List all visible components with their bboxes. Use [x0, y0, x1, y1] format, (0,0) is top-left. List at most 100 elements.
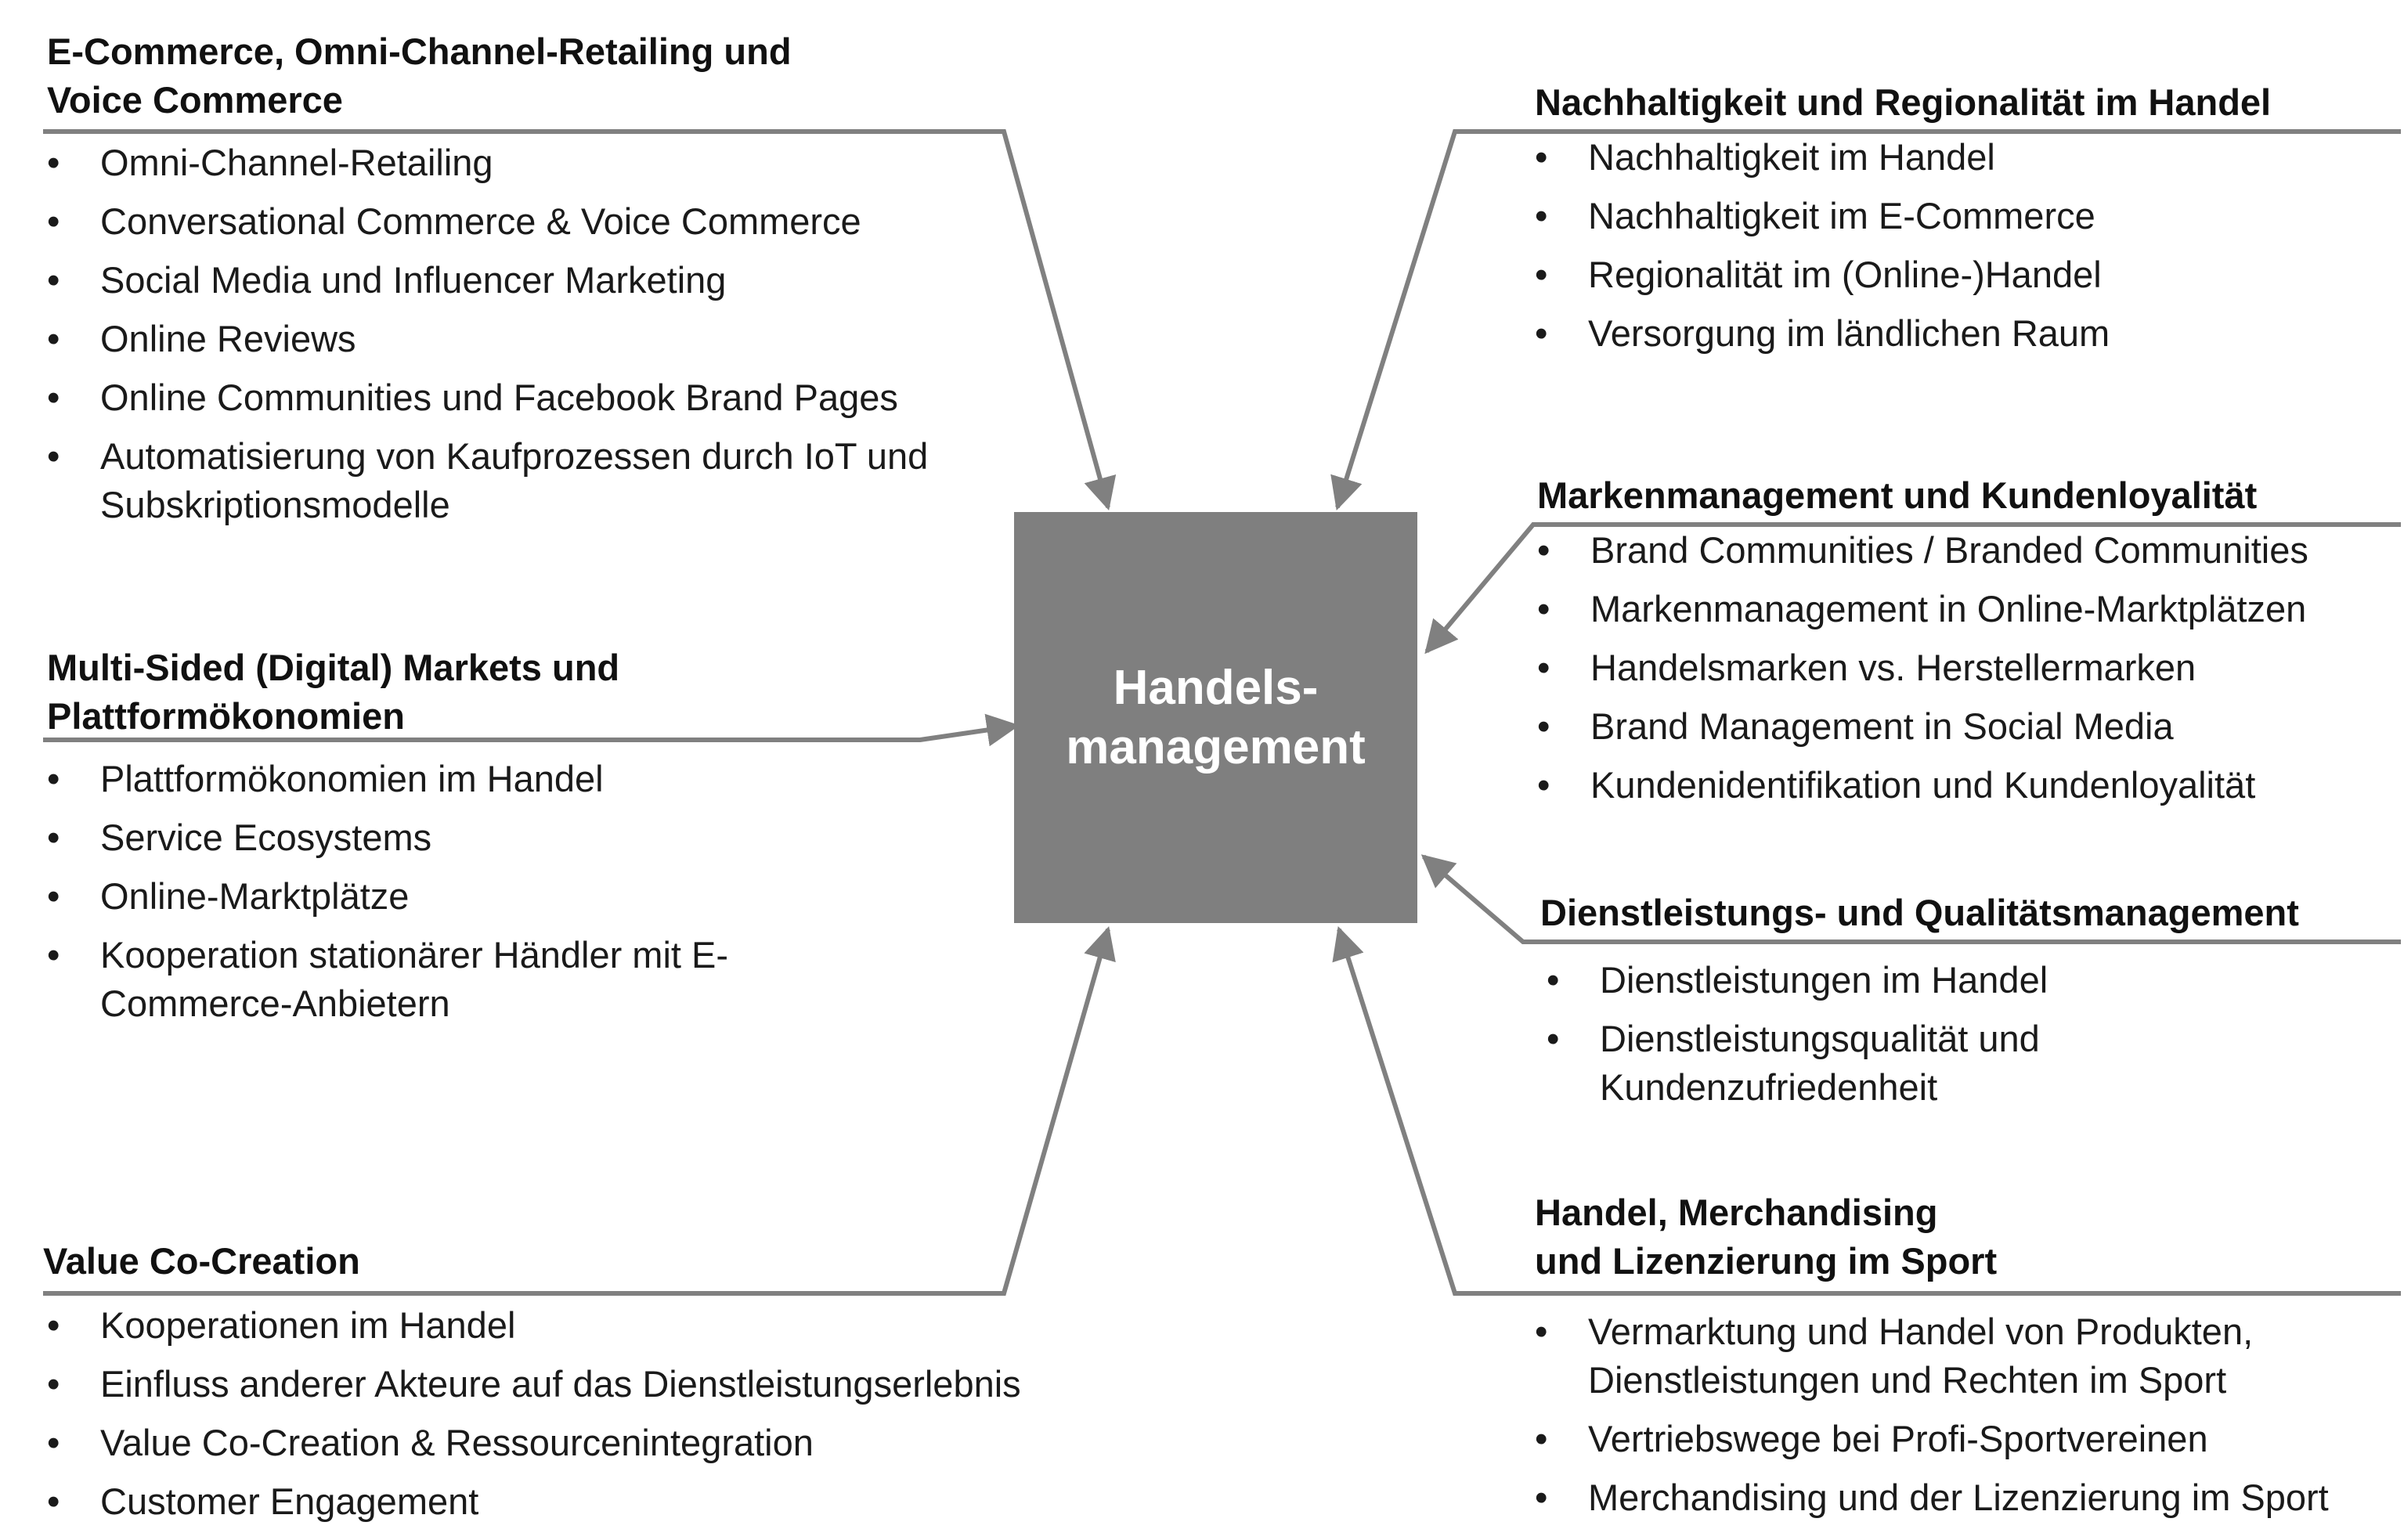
section-title: Nachhaltigkeit und Regionalität im Hande… [1535, 78, 2271, 127]
section-title-line: Nachhaltigkeit und Regionalität im Hande… [1535, 81, 2272, 123]
bullet-icon: • [1535, 254, 1548, 295]
list-item-text: Merchandising und der Lizenzierung im Sp… [1588, 1477, 2329, 1518]
bullet-icon: • [47, 259, 60, 301]
bullet-icon: • [1547, 1018, 1560, 1059]
bullet-icon: • [1537, 705, 1550, 747]
list-item: • Dienstleistungen im Handel [1547, 956, 2299, 1004]
list-item-text: Omni-Channel-Retailing [100, 142, 493, 183]
list-item: • Automatisierung von Kaufprozessen durch… [47, 432, 928, 529]
connector-nachhaltigkeit [1330, 129, 2401, 511]
section-title: Value Co-Creation [43, 1237, 1021, 1286]
list-item: • Service Ecosystems [47, 813, 728, 862]
bullet-icon: • [47, 1422, 60, 1463]
list-item-text: Conversational Commerce & Voice Commerce [100, 200, 861, 242]
section-item-list: • Brand Communities / Branded Communities… [1537, 526, 2308, 810]
bullet-icon: • [47, 1480, 60, 1522]
section-title-line: und Lizenzierung im Sport [1535, 1240, 1998, 1282]
bullet-icon: • [1535, 136, 1548, 178]
center-title: Handels- management [1066, 658, 1365, 777]
section-title-line: Dienstleistungs- und Qualitätsmanagement [1540, 892, 2299, 933]
section-title: Dienstleistungs- und Qualitätsmanagement [1540, 889, 2299, 937]
list-item-text: Kooperation stationärer Händler mit E- [100, 934, 729, 976]
section-item-list: • Nachhaltigkeit im Handel •Nachhaltigkei… [1535, 133, 2271, 358]
list-item: • Versorgung im ländlichen Raum [1535, 309, 2271, 358]
list-item: • Handelsmarken vs. Herstellermarken [1537, 644, 2308, 692]
list-item: • Markenmanagement in Online-Marktplätzen [1537, 585, 2308, 633]
list-item: •Plattformökonomien im Handel [47, 755, 728, 803]
list-item-text: Markenmanagement in Online-Marktplätzen [1590, 588, 2307, 629]
list-item-text: Online-Marktplätze [100, 875, 410, 917]
list-item: • Customer Engagement [47, 1477, 1021, 1526]
bullet-icon: • [1535, 1418, 1548, 1459]
section-title: Markenmanagement und Kundenloyalität [1537, 471, 2308, 520]
list-item: •Brand Management in Social Media [1537, 702, 2308, 751]
bullet-icon: • [47, 1304, 60, 1346]
list-item: • Kooperationen im Handel [47, 1301, 1021, 1350]
connector-markenmanagement [1424, 522, 2401, 655]
section-item-list: •Plattformökonomien im Handel • Service E… [47, 755, 728, 1028]
list-item-text: Brand Communities / Branded Communities [1590, 529, 2308, 571]
section-dienstleistung: Dienstleistungs- und Qualitätsmanagement… [1540, 889, 2299, 1122]
list-item-text: Dienstleistungen im Handel [1600, 959, 2048, 1001]
bullet-icon: • [47, 1363, 60, 1405]
section-title-line: E-Commerce, Omni-Channel-Retailing und [47, 31, 792, 72]
center-title-line: Handels- [1113, 660, 1319, 715]
list-item: •Online Communities und Facebook Brand P… [47, 373, 928, 422]
bullet-icon: • [1535, 312, 1548, 354]
connector-valuecocreation [43, 925, 1116, 1296]
bullet-icon: • [1537, 647, 1550, 688]
list-item-text: Einfluss anderer Akteure auf das Dienstl… [100, 1363, 1021, 1405]
list-item-text: Social Media und Influencer Marketing [100, 259, 727, 301]
list-item: •Merchandising und der Lizenzierung im S… [1535, 1473, 2329, 1522]
list-item-text: Service Ecosystems [100, 817, 432, 858]
list-item-text: Online Communities und Facebook Brand Pa… [100, 377, 898, 418]
list-item-text: Dienstleistungsqualität und [1600, 1018, 2040, 1059]
connector-sport [1332, 925, 2401, 1296]
section-nachhaltigkeit: Nachhaltigkeit und Regionalität im Hande… [1535, 78, 2271, 368]
bullet-icon: • [47, 817, 60, 858]
list-item: •Kooperation stationärer Händler mit E-C… [47, 931, 728, 1028]
section-valuecocreation: Value Co-Creation • Kooperationen im Hand… [43, 1237, 1021, 1536]
list-item-text: Versorgung im ländlichen Raum [1588, 312, 2110, 354]
list-item: •Vermarktung und Handel von Produkten,Di… [1535, 1307, 2329, 1405]
list-item: •Omni-Channel-Retailing [47, 139, 928, 187]
list-item-text: Regionalität im (Online-)Handel [1588, 254, 2102, 295]
section-title-line: Value Co-Creation [43, 1240, 360, 1282]
section-item-list: • Kooperationen im Handel • Einfluss ander… [47, 1301, 1021, 1526]
list-item-text: Automatisierung von Kaufprozessen durch … [100, 435, 929, 477]
list-item: • Vertriebswege bei Profi-Sportvereinen [1535, 1415, 2329, 1463]
connector-dienstleistung [1420, 854, 2401, 944]
section-markenmanagement: Markenmanagement und Kundenloyalität •Br… [1537, 471, 2308, 820]
list-item: •Kundenidentifikation und Kundenloyalitä… [1537, 761, 2308, 810]
section-item-list: • Vermarktung und Handel von Produkten, Di… [1535, 1307, 2329, 1522]
list-item-text: Kooperationen im Handel [100, 1304, 516, 1346]
list-item-text: Commerce-Anbietern [100, 983, 450, 1024]
list-item: • Social Media und Influencer Marketing [47, 256, 928, 305]
list-item-text: Vermarktung und Handel von Produkten, [1588, 1311, 2254, 1352]
connector-ecommerce [43, 129, 1117, 511]
bullet-icon: • [1537, 529, 1550, 571]
list-item: •Nachhaltigkeit im E-Commerce [1535, 192, 2271, 240]
bullet-icon: • [1537, 588, 1550, 629]
list-item-text: Customer Engagement [100, 1480, 479, 1522]
center-title-line: management [1066, 720, 1366, 774]
bullet-icon: • [1535, 195, 1548, 236]
section-title-line: Plattformökonomien [47, 695, 405, 737]
list-item-text: Vertriebswege bei Profi-Sportvereinen [1588, 1418, 2208, 1459]
bullet-icon: • [1547, 959, 1560, 1001]
bullet-icon: • [47, 318, 60, 359]
list-item-text: Dienstleistungen und Rechten im Sport [1588, 1359, 2227, 1401]
list-item: • Nachhaltigkeit im Handel [1535, 133, 2271, 182]
list-item-text: Handelsmarken vs. Herstellermarken [1590, 647, 2196, 688]
bullet-icon: • [47, 435, 60, 477]
list-item-text: Value Co-Creation & Ressourcenintegratio… [100, 1422, 814, 1463]
section-title: Multi-Sided (Digital) Markets und Plattf… [47, 644, 728, 741]
list-item-text: Online Reviews [100, 318, 356, 359]
list-item: • Brand Communities / Branded Communities [1537, 526, 2308, 575]
list-item: •Conversational Commerce & Voice Commerc… [47, 197, 928, 246]
list-item-text: Nachhaltigkeit im Handel [1588, 136, 1995, 178]
bullet-icon: • [1537, 764, 1550, 806]
list-item: • Einfluss anderer Akteure auf das Dienst… [47, 1360, 1021, 1408]
